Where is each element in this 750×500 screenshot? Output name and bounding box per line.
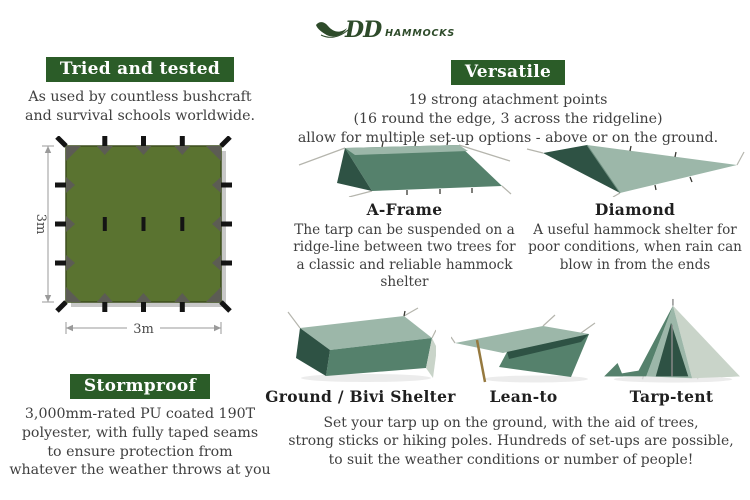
a-frame-desc-line: The tarp can be suspended on a [294, 222, 515, 238]
stormproof-title-badge: Stormproof [69, 374, 211, 400]
stormproof-line: 3,000mm-rated PU coated 190T [24, 406, 256, 423]
edge-attachment-tabs-top [96, 136, 191, 155]
a-frame-label: A-Frame [366, 200, 443, 219]
edge-attachment-tabs-bottom [96, 293, 191, 312]
tarp-top-view-icon: 3m 3m [29, 136, 232, 337]
height-dimension: 3m [29, 145, 54, 303]
setup-diamond: Diamond A useful hammock shelter for poo… [523, 139, 747, 274]
stormproof-line: polyester, with fully taped seams [21, 424, 259, 441]
dd-hammocks-logo: DD HAMMOCKS [315, 16, 455, 44]
footer-text: Set your tarp up on the ground, with the… [276, 414, 746, 469]
setup-ground-bivi: Ground / Bivi Shelter [265, 306, 455, 406]
a-frame-desc-line: shelter [380, 274, 429, 291]
footer-line: strong sticks or hiking poles. Hundreds … [288, 433, 734, 450]
tarp-tent-label: Tarp-tent [629, 387, 714, 406]
tarp-dimensions-diagram: 3m 3m [26, 136, 241, 351]
diamond-desc-line: A useful hammock shelter for [533, 222, 737, 238]
edge-attachment-tabs-right [212, 177, 232, 271]
logo-dd-text: DD [345, 17, 382, 43]
versatile-line: 19 strong atachment points [408, 92, 608, 109]
versatile-line: (16 round the edge, 3 across the ridgeli… [353, 110, 663, 127]
section-stormproof: Stormproof 3,000mm-rated PU coated 190T … [0, 374, 280, 480]
tried-line: As used by countless bushcraft [28, 89, 252, 106]
lean-to-illustration [451, 314, 596, 383]
diamond-desc-line: poor conditions, when rain can [528, 239, 742, 256]
edge-attachment-tabs-left [55, 177, 75, 271]
height-label: 3m [33, 214, 48, 235]
a-frame-desc-line: ridge-line between two trees for [293, 239, 516, 256]
stormproof-line: to ensure protection from [47, 443, 233, 460]
versatile-title-badge: Versatile [450, 60, 566, 86]
corner-notches [66, 146, 221, 302]
lean-to-label: Lean-to [489, 387, 558, 406]
hammock-icon [316, 22, 349, 38]
section-tried-and-tested: Tried and tested As used by countless bu… [0, 57, 280, 126]
tried-title-badge: Tried and tested [45, 57, 235, 83]
ground-bivi-label: Ground / Bivi Shelter [265, 387, 456, 406]
setup-lean-to: Lean-to [446, 306, 601, 406]
width-label: 3m [133, 322, 154, 337]
setup-a-frame: A-Frame The tarp can be suspended on a r… [286, 139, 523, 292]
logo-wordmark: HAMMOCKS [385, 27, 456, 39]
a-frame-illustration [298, 139, 512, 197]
tarp-tent-illustration [603, 298, 740, 383]
tried-line: and survival schools worldwide. [25, 107, 255, 124]
versatile-line: allow for multiple set-up options - abov… [297, 129, 719, 146]
ridgeline-attachment-loops [102, 217, 185, 231]
setup-tarp-tent: Tarp-tent [594, 298, 749, 406]
diamond-label: Diamond [594, 200, 676, 219]
width-dimension: 3m [65, 320, 222, 337]
diamond-illustration [526, 144, 745, 197]
ground-bivi-illustration [287, 307, 436, 382]
corner-attachment-tabs [55, 136, 232, 313]
a-frame-desc-line: a classic and reliable hammock [296, 256, 513, 273]
section-versatile: Versatile 19 strong atachment points (16… [278, 60, 738, 147]
diamond-desc-line: blow in from the ends [559, 256, 711, 273]
footer-line: Set your tarp up on the ground, with the… [323, 415, 699, 431]
stormproof-line: whatever the weather throws at you [9, 462, 271, 479]
footer-line: to suit the weather conditions or number… [328, 451, 694, 468]
